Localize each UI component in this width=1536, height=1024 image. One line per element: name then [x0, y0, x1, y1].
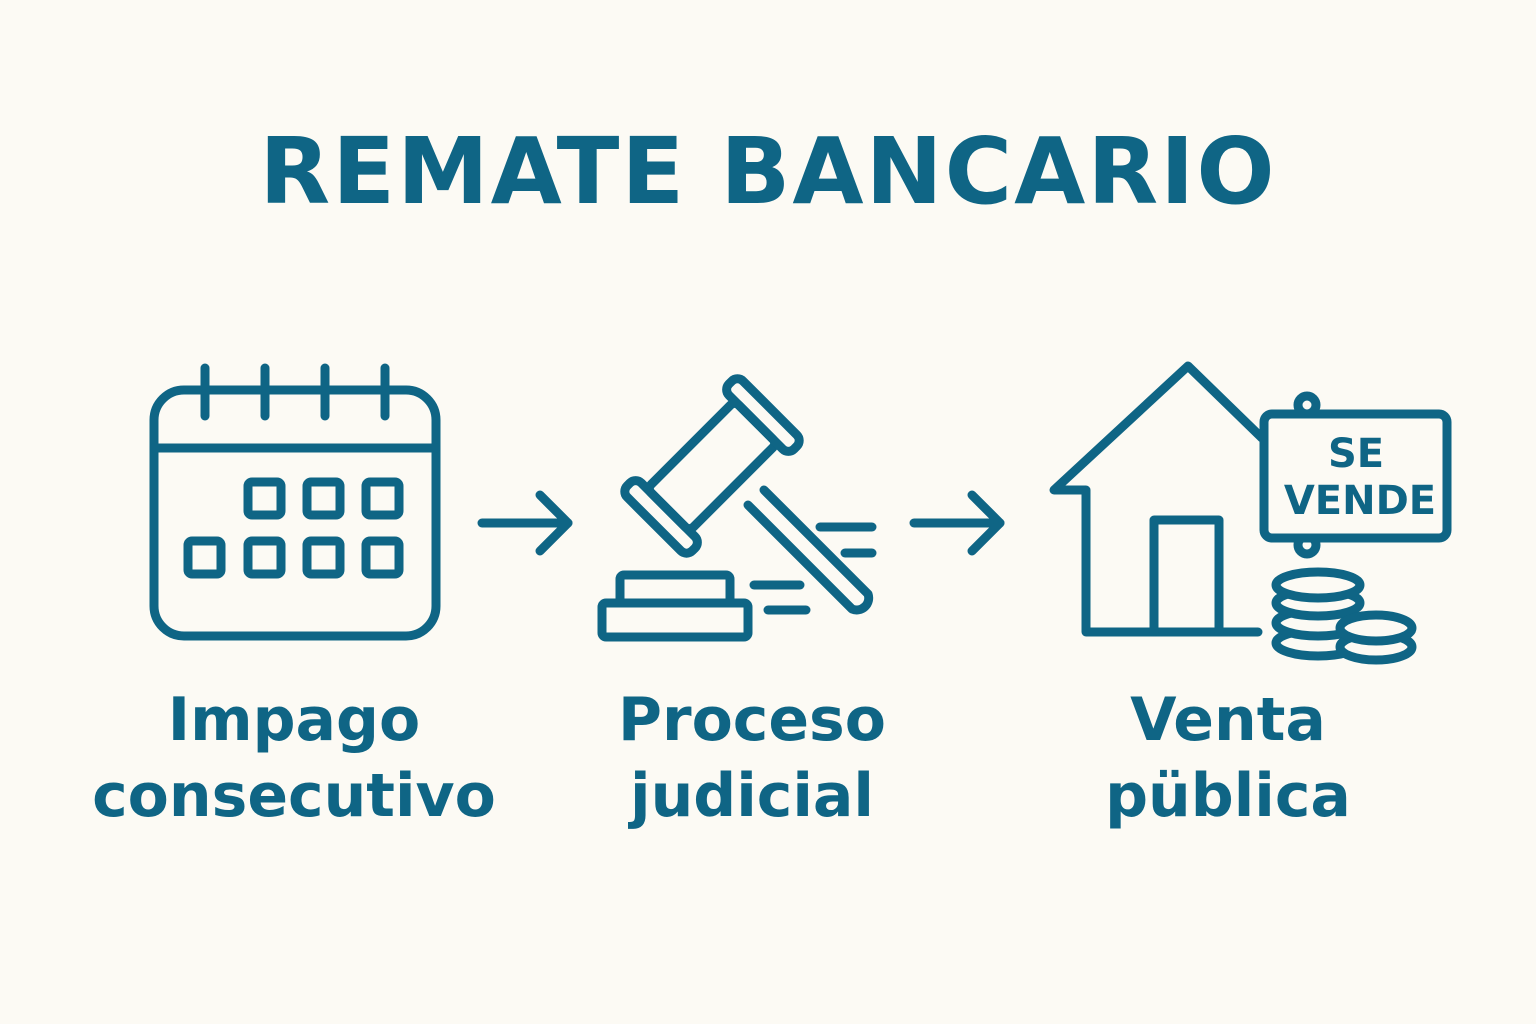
step-label-proceso: Proceso judicial — [512, 682, 992, 834]
step-label-line: püblica — [1105, 761, 1351, 831]
step-label-line: consecutivo — [92, 761, 496, 831]
arrow-right-icon — [477, 490, 573, 556]
arrow-right-icon — [909, 490, 1005, 556]
house-icon — [1049, 361, 1267, 637]
step-label-line: judicial — [630, 761, 874, 831]
step-label-line: Venta — [1130, 685, 1326, 755]
sign-text: SE VENDE — [1284, 431, 1436, 524]
step-label-line: Impago — [167, 685, 421, 755]
step-label-impago: Impago consecutivo — [54, 682, 534, 834]
coins-icon — [1271, 567, 1417, 665]
calendar-icon — [149, 363, 441, 641]
step-label-venta: Venta püblica — [988, 682, 1468, 834]
gavel-icon — [597, 374, 877, 642]
page-title: REMATE BANCARIO — [259, 118, 1277, 225]
step-label-line: Proceso — [618, 685, 886, 755]
for-sale-sign: SE VENDE — [1259, 391, 1452, 559]
